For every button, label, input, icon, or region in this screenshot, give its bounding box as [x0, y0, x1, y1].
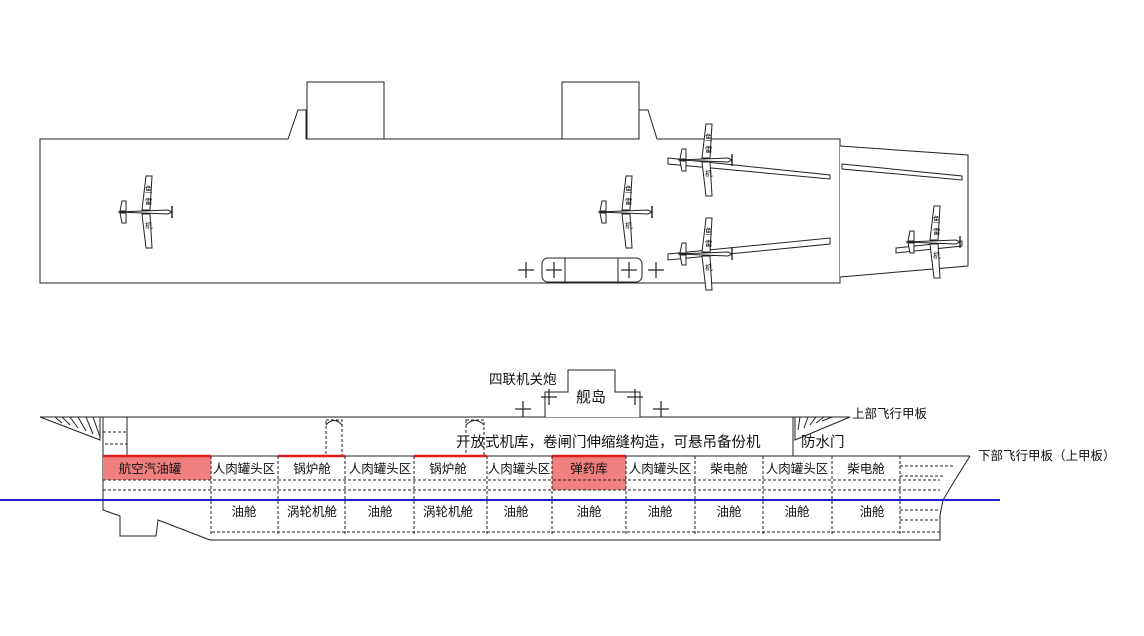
upper-compartment-label: 锅炉舱	[429, 461, 467, 476]
upper-compartment-label: 人肉罐头区	[488, 461, 551, 476]
profile-view: 四联机关炮 舰岛 上部飞行甲板 下部飞行甲板（上甲板） 开放式机库，卷闸门伸缩缝…	[0, 369, 1116, 541]
hangar-label: 开放式机库，卷闸门伸缩缝构造，可悬吊备份机	[456, 434, 761, 451]
lower-deck-label: 下部飞行甲板（上甲板）	[978, 448, 1116, 463]
plane-label: 鱼	[145, 184, 153, 194]
plane-label: 机	[625, 220, 633, 230]
gun-mount-box	[541, 257, 643, 283]
lower-compartment-label: 油舱	[647, 504, 673, 519]
upper-compartment-label: 人肉罐头区	[629, 461, 692, 476]
plane-label: 机	[145, 220, 153, 230]
lower-compartment-label: 涡轮机舱	[423, 504, 474, 519]
upper-compartment-label: 人肉罐头区	[349, 461, 412, 476]
torpedo-plane-5: 鱼雷机	[905, 205, 961, 279]
plane-label: 鱼	[625, 184, 633, 194]
upper-compartment-label: 人肉罐头区	[766, 461, 829, 476]
plane-label: 鱼	[933, 214, 941, 224]
torpedo-plane-1: 鱼雷机	[117, 175, 173, 249]
lower-compartment-label: 涡轮机舱	[287, 504, 338, 519]
plane-label: 机	[933, 250, 941, 260]
plane-label: 机	[705, 168, 713, 178]
lower-compartment-label: 油舱	[367, 504, 393, 519]
watertight-door-label: 防水门	[801, 434, 845, 451]
plane-label: 机	[705, 262, 713, 272]
lower-compartment-label: 油舱	[716, 504, 742, 519]
torpedo-plane-2: 鱼雷机	[597, 175, 653, 249]
lower-compartment-label: 油舱	[784, 504, 810, 519]
upper-compartment-label: 人肉罐头区	[213, 461, 276, 476]
hull	[102, 455, 971, 541]
quad-gun-label: 四联机关炮	[489, 372, 557, 388]
torpedo-plane-3: 鱼雷机	[677, 123, 733, 197]
gun-crosses	[518, 262, 664, 278]
elevator-left	[306, 81, 385, 140]
catapult-3	[841, 163, 963, 181]
island-label: 舰岛	[576, 388, 606, 406]
upper-compartment-label: 锅炉舱	[293, 461, 331, 476]
plane-label: 鱼	[705, 226, 713, 236]
lower-compartment-label: 油舱	[231, 504, 257, 519]
upper-compartment-label: 柴电舱	[847, 461, 885, 476]
flight-deck-outline	[39, 109, 841, 284]
lower-compartment-label: 油舱	[576, 504, 602, 519]
lower-compartment-label: 油舱	[859, 504, 885, 519]
plane-label: 雷	[145, 197, 153, 206]
upper-compartment-label: 柴电舱	[710, 461, 748, 476]
upper-compartment-label: 航空汽油罐	[119, 461, 182, 476]
plane-label: 雷	[705, 145, 713, 154]
upper-compartment-label: 弹药库	[570, 461, 608, 476]
lower-compartment-label: 油舱	[503, 504, 529, 519]
plane-label: 鱼	[705, 132, 713, 142]
plane-label: 雷	[625, 197, 633, 206]
torpedo-plane-4: 鱼雷机	[677, 217, 733, 291]
plane-label: 雷	[933, 227, 941, 236]
upper-deck-label: 上部飞行甲板	[852, 406, 928, 421]
plane-label: 雷	[705, 239, 713, 248]
elevator-right	[561, 81, 640, 140]
